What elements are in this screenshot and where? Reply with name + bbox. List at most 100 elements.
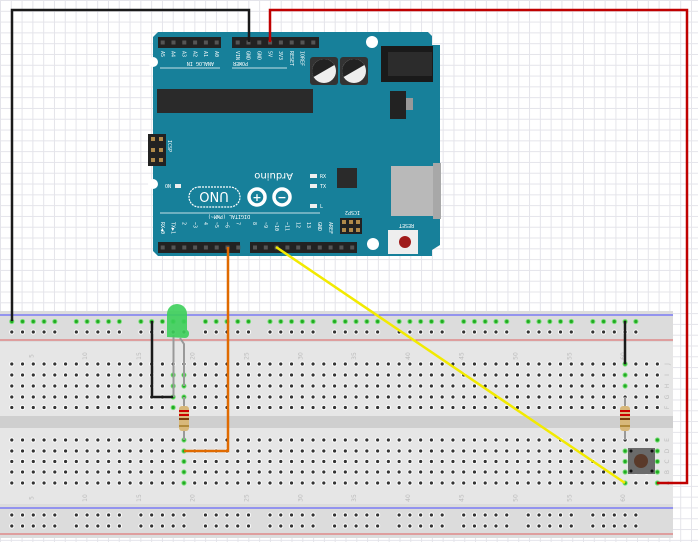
- power-label: POWER: [232, 60, 248, 66]
- reset-button-cap[interactable]: [399, 236, 411, 248]
- rx-label: RX: [320, 174, 326, 180]
- analog-pin[interactable]: [182, 40, 187, 45]
- power-pin[interactable]: [300, 40, 305, 45]
- digital-pin-label: 7: [235, 222, 241, 225]
- arduino-pcb: [153, 32, 440, 256]
- digital-pin-label: 13: [305, 222, 311, 228]
- analog-pin[interactable]: [171, 40, 176, 45]
- digital-pin[interactable]: [296, 245, 301, 250]
- row-label: F: [664, 405, 671, 409]
- digital-pin[interactable]: [285, 245, 290, 250]
- digital-pin[interactable]: [203, 245, 208, 250]
- resistor-1[interactable]: [179, 397, 189, 440]
- mounting-hole: [367, 238, 379, 250]
- resistor-2[interactable]: [620, 397, 630, 440]
- power-pin[interactable]: [235, 40, 240, 45]
- column-label: 55: [566, 494, 573, 502]
- digital-pin[interactable]: [317, 245, 322, 250]
- power-pin-label: 5V: [266, 51, 272, 57]
- column-label: 35: [351, 352, 358, 360]
- breadboard-holes: [9, 318, 660, 529]
- power-pin[interactable]: [289, 40, 294, 45]
- row-label: D: [664, 448, 671, 453]
- digital-pin[interactable]: [182, 245, 187, 250]
- usb-chip: [337, 168, 357, 188]
- column-label: 25: [244, 352, 251, 360]
- wire-black-gnd[interactable]: [10, 8, 251, 321]
- column-label: 20: [190, 352, 197, 360]
- digital-pin[interactable]: [171, 245, 176, 250]
- digital-pin[interactable]: [160, 245, 165, 250]
- analog-pin[interactable]: [203, 40, 208, 45]
- on-label: ON: [165, 184, 171, 190]
- column-label: 55: [566, 352, 573, 360]
- tx-led: [310, 184, 317, 188]
- digital-pin-label: ~9: [262, 222, 268, 228]
- push-button[interactable]: [628, 448, 655, 474]
- l-label: L: [320, 204, 323, 210]
- capacitor-mark: [312, 59, 335, 78]
- digital-pin[interactable]: [214, 245, 219, 250]
- icsp2-label: ICSP2: [345, 209, 360, 215]
- digital-pin[interactable]: [350, 245, 355, 250]
- digital-pin[interactable]: [307, 245, 311, 250]
- digital-header-left: [158, 242, 240, 253]
- digital-pin-label: AREF: [327, 222, 333, 234]
- column-label: 5: [28, 354, 35, 358]
- digital-pin[interactable]: [236, 245, 241, 250]
- column-label: 60: [620, 352, 627, 360]
- breadboard-center-channel: [0, 416, 673, 428]
- digital-pin[interactable]: [263, 245, 268, 250]
- digital-pin-label: RX◀0: [159, 222, 165, 234]
- column-label: 40: [405, 352, 412, 360]
- power-pin[interactable]: [278, 40, 283, 45]
- voltage-regulator: [390, 91, 406, 119]
- arduino-brand: Arduino: [254, 170, 293, 181]
- power-pin[interactable]: [268, 40, 273, 45]
- tx-label: TX: [320, 184, 326, 190]
- digital-pin-label: ~10: [273, 222, 279, 231]
- digital-pin-label: 2: [181, 222, 187, 225]
- wire-yellow-button[interactable]: [275, 245, 626, 485]
- l-led: [310, 204, 317, 208]
- column-label: 30: [297, 352, 304, 360]
- power-pin-label: 3V3: [277, 51, 283, 60]
- analog-pin-label: A0: [213, 51, 219, 57]
- row-label: J: [664, 363, 671, 366]
- power-pin-label: IOREF: [299, 51, 305, 66]
- power-pin[interactable]: [311, 40, 316, 45]
- power-pin[interactable]: [257, 40, 262, 45]
- mounting-hole: [148, 179, 158, 189]
- digital-pin[interactable]: [253, 245, 257, 250]
- breadboard[interactable]: 5510101515202025253030353540404545505055…: [0, 311, 673, 538]
- digital-pin[interactable]: [339, 245, 344, 250]
- wire-red-5v[interactable]: [268, 8, 689, 485]
- mounting-hole: [148, 57, 158, 67]
- led-green[interactable]: [167, 304, 190, 397]
- power-jack-inner: [388, 52, 432, 76]
- analog-in-label: ANALOG IN: [187, 60, 214, 66]
- wire-black-led[interactable]: [150, 321, 173, 399]
- usb-port[interactable]: [391, 166, 441, 216]
- analog-pin[interactable]: [193, 40, 198, 45]
- arduino-infinity-logo: [247, 187, 292, 207]
- analog-pin[interactable]: [160, 40, 165, 45]
- column-label: 60: [620, 494, 627, 502]
- row-label: B: [664, 470, 671, 474]
- digital-pin[interactable]: [193, 245, 198, 250]
- analog-pin[interactable]: [214, 40, 219, 45]
- uno-logo-outline: [188, 186, 241, 208]
- digital-pin-label: ~6: [224, 222, 230, 228]
- analog-pin-label: A3: [181, 51, 187, 57]
- power-pin[interactable]: [246, 40, 251, 45]
- row-label: H: [664, 384, 671, 389]
- atmega-chip: [157, 89, 313, 113]
- column-label: 10: [82, 494, 89, 502]
- wire-orange-led[interactable]: [184, 247, 230, 453]
- row-label: I: [664, 374, 671, 376]
- digital-pin[interactable]: [328, 245, 333, 250]
- column-label: 40: [405, 494, 412, 502]
- digital-label: DIGITAL (PWM~): [208, 213, 250, 219]
